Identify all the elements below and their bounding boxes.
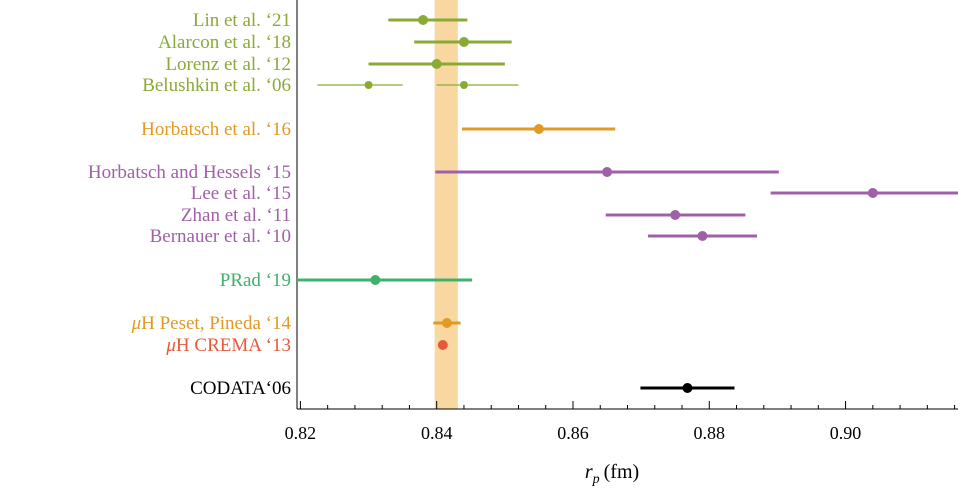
data-point: [682, 383, 693, 393]
row-label: Zhan et al. ‘11: [181, 205, 291, 226]
row-label: μH Peset, Pineda ‘14: [131, 313, 292, 334]
data-point: [418, 15, 429, 25]
x-axis-title-subscript: p: [592, 472, 600, 487]
row-label: Lin et al. ‘21: [193, 10, 291, 31]
plot-frame: [296, 0, 958, 410]
row-label-text: CODATA‘06: [190, 378, 291, 399]
row-label-text: Horbatsch et al. ‘16: [141, 119, 291, 140]
data-point: [697, 231, 708, 241]
row-label-text: Zhan et al. ‘11: [181, 205, 291, 226]
row-label: Lorenz et al. ‘12: [165, 54, 291, 75]
x-axis-ticks: 0.82 0.84 0.86 0.88 0.90: [285, 401, 956, 443]
row-label: Bernauer et al. ‘10: [150, 226, 291, 247]
x-axis-title: rp (fm): [585, 461, 639, 487]
row-label-text: Lee et al. ‘15: [191, 183, 291, 204]
row-label-text: H Peset, Pineda ‘14: [141, 313, 291, 334]
row-label-text: Horbatsch and Hessels ‘15: [88, 162, 291, 183]
data-point: [364, 81, 373, 89]
row-label: Horbatsch et al. ‘16: [141, 119, 291, 140]
error-bar-layer: [297, 15, 958, 393]
data-point: [458, 37, 469, 47]
row-label: Belushkin et al. ‘06: [142, 75, 291, 96]
row-label: μH CREMA ‘13: [165, 335, 291, 356]
x-tick-label: 0.82: [285, 423, 317, 443]
reference-band: [434, 0, 458, 409]
row-label-text: Belushkin et al. ‘06: [142, 75, 291, 96]
data-point: [670, 210, 681, 220]
x-axis-title-symbol: r: [585, 461, 593, 483]
row-label-text: Alarcon et al. ‘18: [158, 32, 291, 53]
data-point: [441, 318, 452, 328]
data-point: [437, 340, 448, 350]
row-label: Horbatsch and Hessels ‘15: [88, 162, 291, 183]
x-tick-label: 0.88: [694, 423, 726, 443]
data-point: [533, 124, 544, 134]
row-label: PRad ‘19: [220, 270, 291, 291]
row-label-text: Lin et al. ‘21: [193, 10, 291, 31]
x-tick-label: 0.84: [421, 423, 453, 443]
data-point: [602, 167, 613, 177]
data-point: [459, 81, 468, 89]
data-point: [867, 188, 878, 198]
reference-band-layer: [434, 0, 458, 409]
row-label: Alarcon et al. ‘18: [158, 32, 291, 53]
row-label: Lee et al. ‘15: [191, 183, 291, 204]
row-label-text: H CREMA ‘13: [176, 335, 291, 356]
row-label: CODATA‘06: [190, 378, 291, 399]
x-tick-label: 0.86: [557, 423, 589, 443]
row-label-text: PRad ‘19: [220, 270, 291, 291]
data-point: [431, 59, 442, 69]
x-tick-label: 0.90: [830, 423, 862, 443]
row-label-text: Lorenz et al. ‘12: [165, 54, 291, 75]
data-point: [370, 275, 381, 285]
row-label-text: Bernauer et al. ‘10: [150, 226, 291, 247]
row-label-prefix: μ: [131, 313, 142, 334]
x-axis-title-unit: (fm): [604, 461, 640, 483]
row-label-prefix: μ: [165, 335, 176, 356]
